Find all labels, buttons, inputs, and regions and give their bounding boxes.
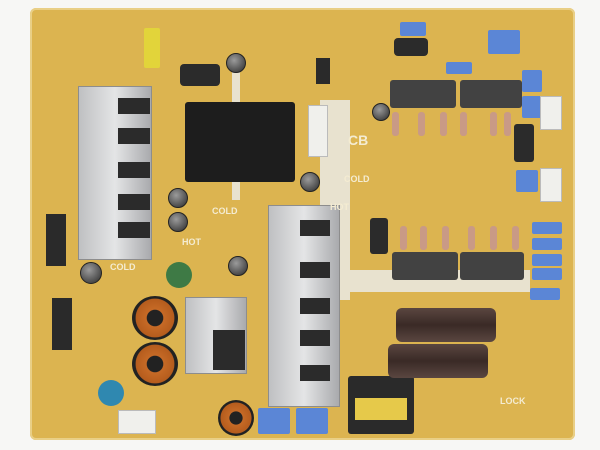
- transistor: [300, 330, 330, 346]
- transformer-label: [355, 398, 407, 420]
- blue-connector: [516, 170, 538, 192]
- transistor: [300, 298, 330, 314]
- cold-label: COLD: [110, 262, 136, 272]
- blue-connector: [532, 254, 562, 266]
- relay: [390, 80, 456, 108]
- white-connector: [540, 168, 562, 202]
- capacitor: [226, 53, 246, 73]
- relay: [460, 252, 524, 280]
- capacitor: [300, 172, 320, 192]
- transistor: [118, 128, 150, 144]
- cold-label: COLD: [344, 174, 370, 184]
- capacitor: [228, 256, 248, 276]
- white-connector: [118, 410, 156, 434]
- resistor: [504, 112, 511, 136]
- white-connector: [308, 105, 328, 157]
- resistor: [490, 112, 497, 136]
- toroid-coil: [132, 296, 178, 340]
- transistor: [300, 365, 330, 381]
- blue-connector: [258, 408, 290, 434]
- capacitor: [514, 124, 534, 162]
- blue-connector: [446, 62, 472, 74]
- main-transformer: [185, 102, 295, 182]
- black-connector: [46, 214, 66, 266]
- capacitor: [370, 218, 388, 254]
- relay: [460, 80, 522, 108]
- black-connector: [52, 298, 72, 350]
- cold-label: COLD: [212, 206, 238, 216]
- blue-connector: [532, 222, 562, 234]
- capacitor: [144, 28, 160, 68]
- blue-connector: [532, 268, 562, 280]
- cb-label: CB: [348, 132, 369, 148]
- resistor: [490, 226, 497, 250]
- blue-connector: [296, 408, 328, 434]
- transistor: [300, 220, 330, 236]
- capacitor: [168, 188, 188, 208]
- electrolytic-capacitor: [396, 308, 496, 342]
- transistor: [213, 330, 245, 370]
- blue-connector: [530, 288, 560, 300]
- resistor: [460, 112, 467, 136]
- capacitor: [372, 103, 390, 121]
- blue-connector: [522, 96, 542, 118]
- electrolytic-capacitor: [388, 344, 488, 378]
- lock-label: LOCK: [500, 396, 526, 406]
- blue-connector: [400, 22, 426, 36]
- resistor: [420, 226, 427, 250]
- toroid-coil: [218, 400, 254, 436]
- hot-label: HOT: [182, 237, 201, 247]
- blue-connector: [488, 30, 520, 54]
- capacitor: [80, 262, 102, 284]
- toroid-coil: [132, 342, 178, 386]
- transistor: [118, 162, 150, 178]
- blue-connector: [532, 238, 562, 250]
- resistor: [512, 226, 519, 250]
- transistor: [118, 194, 150, 210]
- black-connector: [316, 58, 330, 84]
- transistor: [118, 98, 150, 114]
- resistor: [418, 112, 425, 136]
- thermistor: [166, 262, 192, 288]
- transistor: [118, 222, 150, 238]
- resistor: [442, 226, 449, 250]
- resistor: [392, 112, 399, 136]
- hot-label: HOT: [330, 202, 349, 212]
- resistor: [440, 112, 447, 136]
- capacitor: [394, 38, 428, 56]
- varistor: [98, 380, 124, 406]
- resistor: [400, 226, 407, 250]
- capacitor: [180, 64, 220, 86]
- transistor: [300, 262, 330, 278]
- white-connector: [540, 96, 562, 130]
- capacitor: [168, 212, 188, 232]
- relay: [392, 252, 458, 280]
- blue-connector: [522, 70, 542, 92]
- resistor: [468, 226, 475, 250]
